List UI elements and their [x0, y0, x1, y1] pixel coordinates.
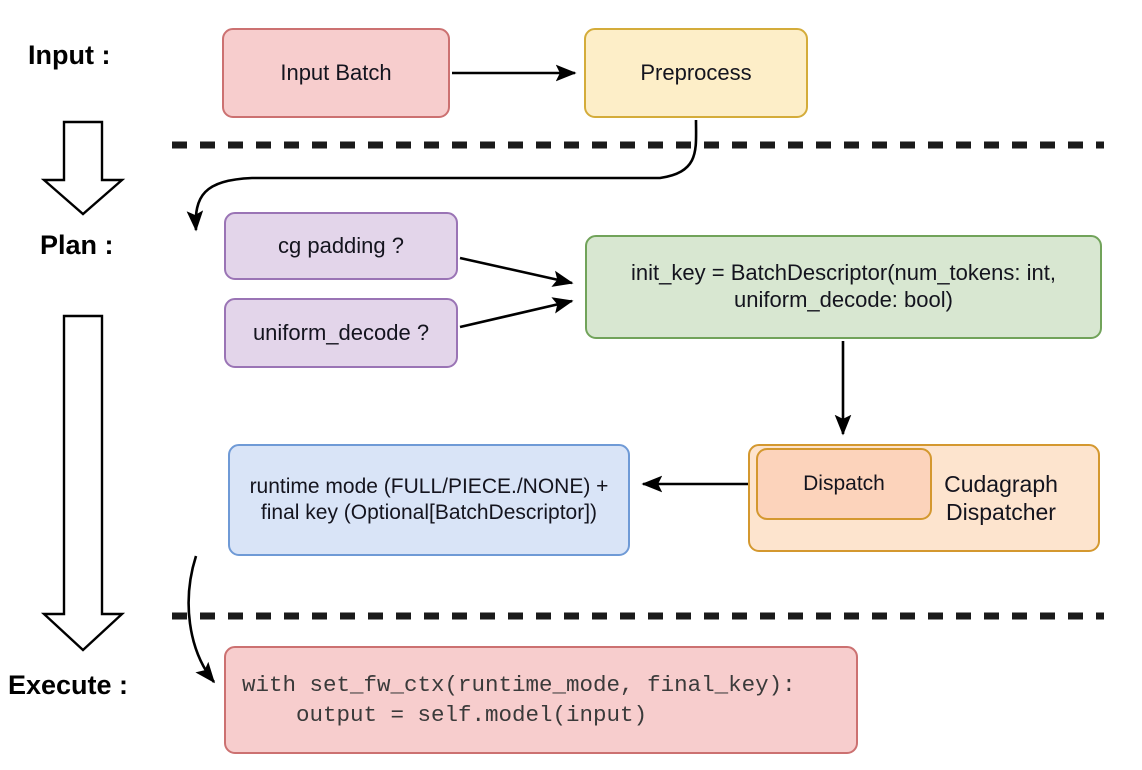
stage-label-execute: Execute :	[8, 670, 129, 700]
preprocess-label: Preprocess	[640, 59, 752, 85]
edge-cg-padding-to-init-key	[459, 256, 574, 287]
edge-uniform-decode-to-init-key	[459, 297, 574, 329]
cudagraph-dispatcher-label: Cudagraph Dispatcher	[944, 470, 1058, 525]
input-batch-node[interactable]: Input Batch	[222, 28, 450, 118]
runtime-mode-node[interactable]: runtime mode (FULL/PIECE./NONE) + final …	[228, 444, 630, 556]
stage-arrow-input-to-plan	[40, 120, 126, 216]
stage-arrow-plan-to-execute	[40, 314, 126, 652]
edge-runtime-mode-to-execute	[187, 555, 216, 684]
uniform-decode-label: uniform_decode ?	[252, 319, 430, 345]
preprocess-node[interactable]: Preprocess	[584, 28, 808, 118]
input-batch-label: Input Batch	[280, 59, 392, 85]
dispatch-label: Dispatch	[803, 472, 885, 496]
cg-padding-label: cg padding ?	[278, 232, 404, 258]
init-key-node[interactable]: init_key = BatchDescriptor(num_tokens: i…	[585, 235, 1102, 339]
init-key-label: init_key = BatchDescriptor(num_tokens: i…	[631, 260, 1056, 312]
stage-label-plan: Plan :	[40, 230, 114, 260]
execute-code-node[interactable]: with set_fw_ctx(runtime_mode, final_key)…	[224, 646, 858, 754]
stage-label-input: Input :	[28, 40, 111, 70]
cg-padding-node[interactable]: cg padding ?	[224, 212, 458, 280]
dispatch-node[interactable]: Dispatch	[756, 448, 932, 520]
execute-code-label: with set_fw_ctx(runtime_mode, final_key)…	[242, 671, 796, 728]
uniform-decode-node[interactable]: uniform_decode ?	[224, 298, 458, 368]
runtime-mode-label: runtime mode (FULL/PIECE./NONE) + final …	[249, 475, 609, 524]
